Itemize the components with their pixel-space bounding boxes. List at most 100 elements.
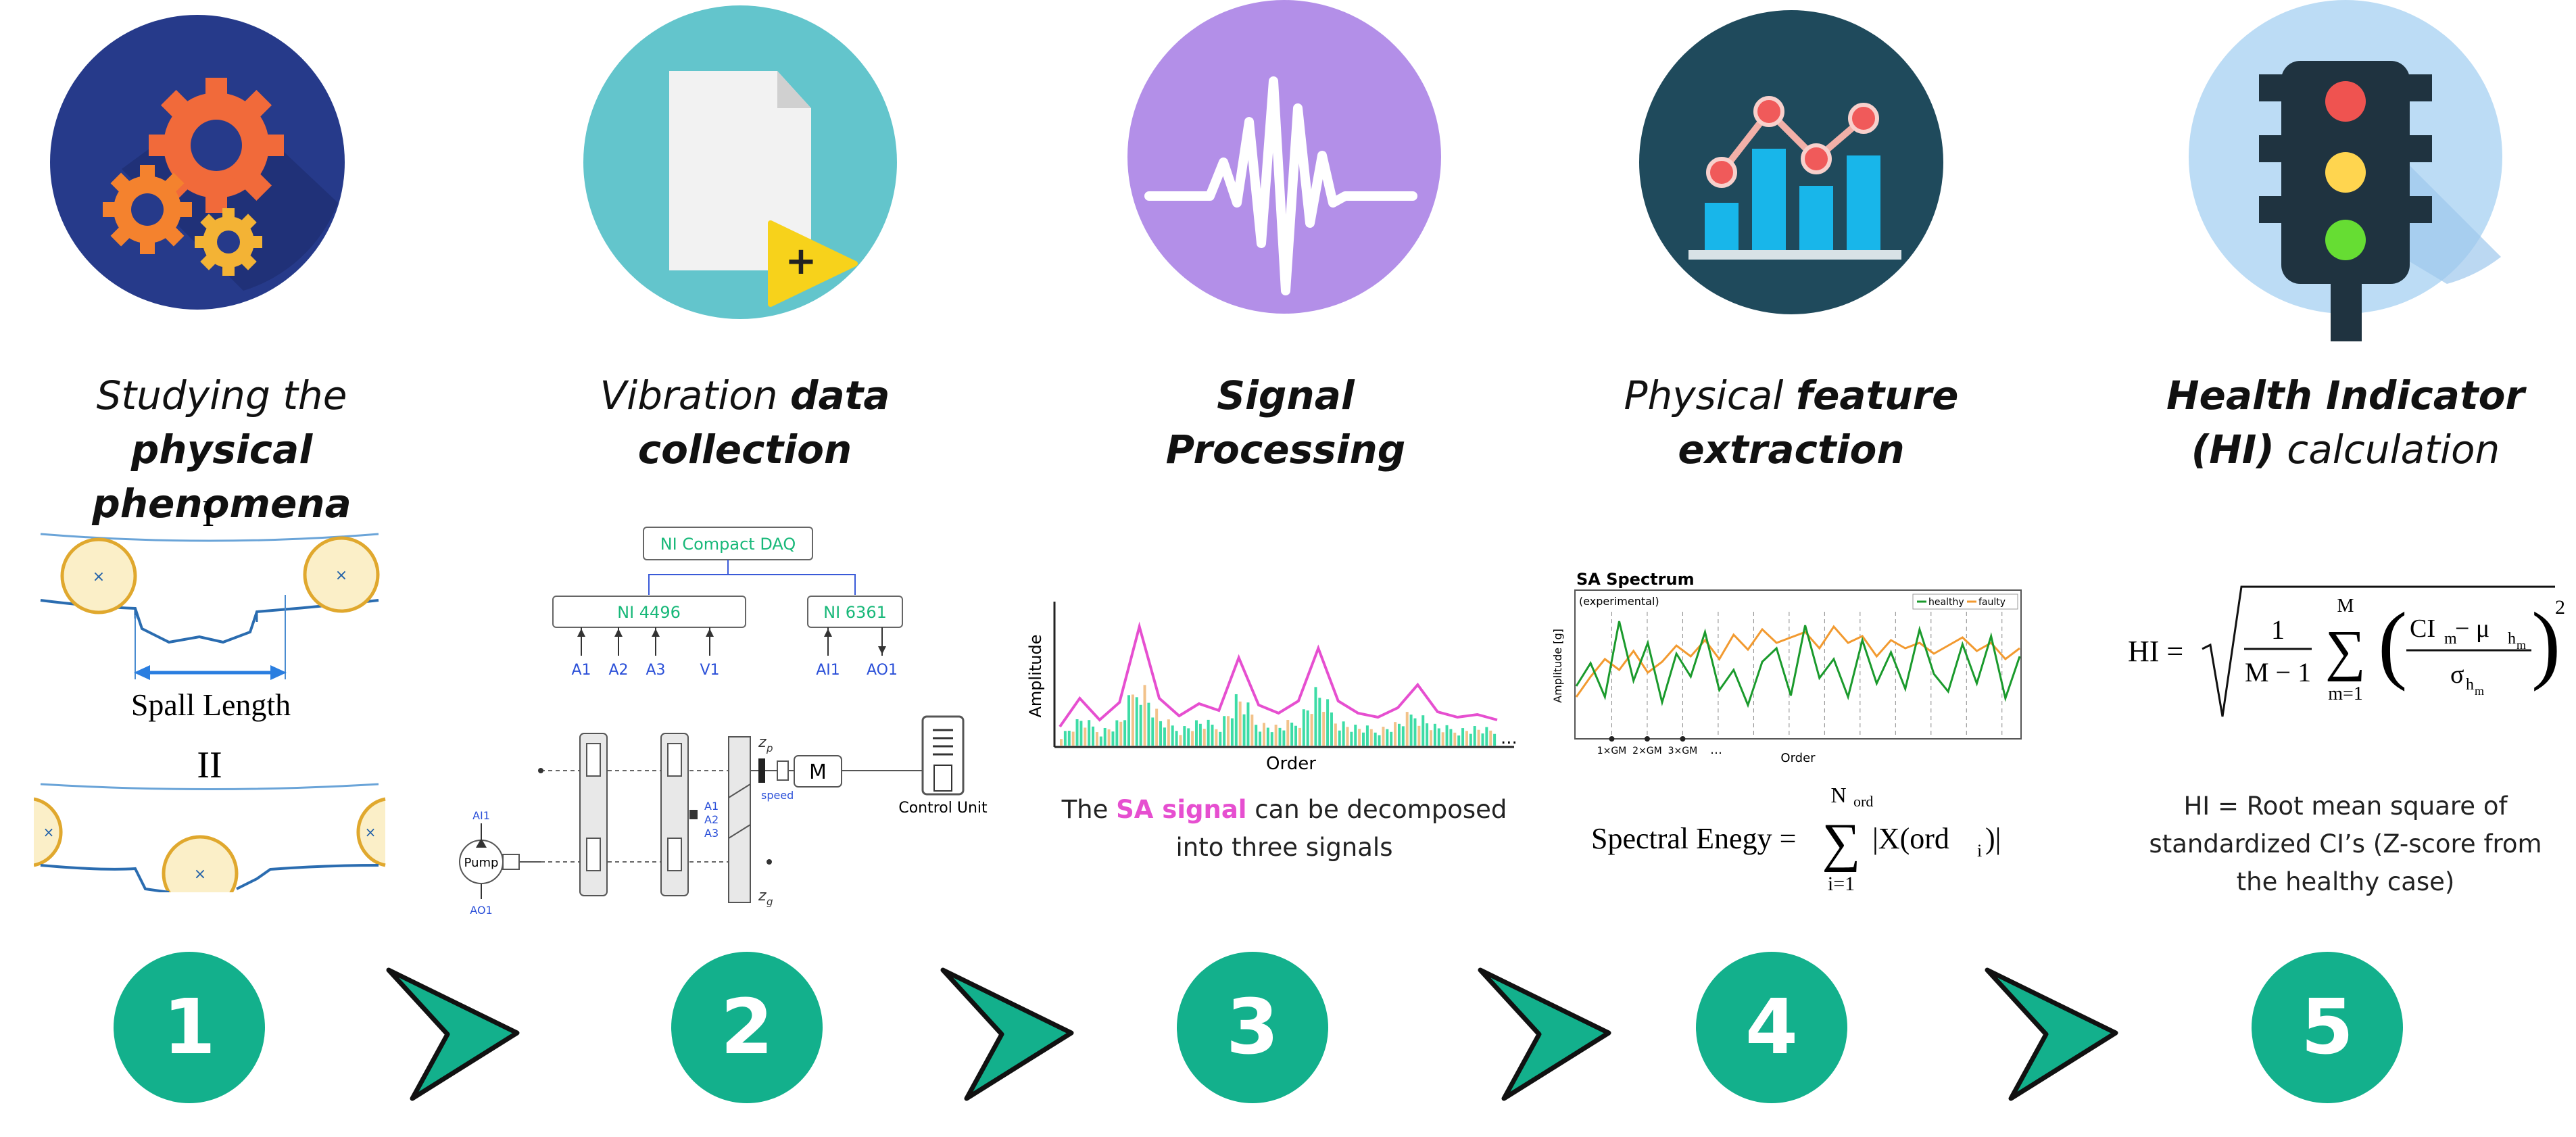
svg-text:×: × <box>93 568 105 585</box>
eq-body-sub: i <box>1977 841 1982 861</box>
sa-bar <box>1326 699 1330 746</box>
sa-bar <box>1107 729 1111 746</box>
sa-bar <box>1453 732 1457 746</box>
sa-bar <box>1111 731 1115 746</box>
spectrum-legend <box>1912 594 2018 610</box>
hi-equation: HI = 1 M − 1 M ∑ m=1 ( CI m − μ h m σ h … <box>2128 585 2565 717</box>
eq-label: Spectral Enegy = <box>1591 822 1796 855</box>
sa-bar <box>1378 735 1381 746</box>
sa-bar <box>1151 717 1155 746</box>
spall-length-label: Spall Length <box>131 687 291 722</box>
sa-bar <box>1437 728 1440 746</box>
frac-den: M − 1 <box>2245 657 2311 687</box>
compact-daq-label: NI Compact DAQ <box>660 535 796 554</box>
sa-signal-chart: Amplitude Order ... <box>1026 602 1517 774</box>
step-1-number: 1 <box>163 984 216 1071</box>
sum-symbol: ∑ <box>1822 813 1860 873</box>
pump-label: Pump <box>464 856 499 870</box>
sigma-sub: h <box>2466 676 2474 694</box>
frac-num: 1 <box>2271 614 2285 645</box>
sa-bar <box>1314 687 1317 746</box>
sa-bar <box>1167 719 1170 746</box>
step-2-title: Vibration data collection <box>600 372 890 473</box>
sa-bar <box>1202 729 1206 746</box>
sa-bar <box>1477 729 1480 746</box>
sa-bar <box>1198 723 1202 746</box>
sqrt-sign <box>2202 585 2555 717</box>
sa-bar <box>1219 731 1222 746</box>
step-3-badge: 3 <box>1177 952 1328 1103</box>
step-5-caption: HI = Root mean square of standardized CI… <box>2149 792 2542 896</box>
sa-bar <box>1330 712 1333 746</box>
sa-bar <box>1457 735 1461 746</box>
sa-bar <box>1481 733 1484 746</box>
eq-upper: N <box>1830 783 1846 807</box>
channel-v1: V1 <box>700 662 719 679</box>
sa-bar <box>1246 702 1250 746</box>
sa-bar <box>1234 694 1238 746</box>
bar-chart-icon <box>1639 10 1943 314</box>
sa-bar <box>1334 723 1337 746</box>
zp-label: z <box>758 734 767 751</box>
sa-bar <box>1358 729 1361 746</box>
sa-bar <box>1365 725 1369 746</box>
zp-sub: p <box>766 742 773 754</box>
sa-bar <box>1362 732 1365 746</box>
sa-bar <box>1374 732 1377 746</box>
sa-bar <box>1103 727 1107 746</box>
sa-bar <box>1255 725 1258 746</box>
sa-spectrum-chart: SA Spectrum (experimental) Amplitude [g]… <box>1551 570 2022 765</box>
chart-ellipsis: ... <box>1501 728 1517 748</box>
step-flow: 1 2 3 4 5 <box>114 952 2403 1103</box>
hi-sum-symbol: ∑ <box>2325 619 2366 682</box>
sa-bar <box>1413 718 1417 746</box>
arrow-3-icon <box>1478 967 1611 1101</box>
sa-bar <box>1405 712 1409 746</box>
svg-text:×: × <box>43 824 55 840</box>
sa-bar <box>1417 725 1421 746</box>
sa-bar <box>1290 722 1294 746</box>
traffic-light-icon <box>2189 0 2502 341</box>
sa-bar <box>1286 720 1290 746</box>
sa-bar <box>1426 723 1429 746</box>
sa-bar <box>1441 732 1444 746</box>
pump-ao1: AO1 <box>470 904 492 917</box>
channel-a2: A2 <box>608 662 628 679</box>
file-play-icon: + <box>583 5 897 319</box>
sa-bar <box>1139 704 1142 746</box>
sa-bar <box>1084 727 1087 746</box>
sa-bar <box>1092 726 1095 746</box>
sa-bar <box>1401 726 1405 746</box>
sa-bar <box>1493 733 1497 746</box>
sa-bar <box>1354 725 1357 746</box>
step-3-title: Signal Processing <box>1165 372 1406 473</box>
sa-bar <box>1175 731 1178 746</box>
sa-bar <box>1250 715 1254 746</box>
sa-bar <box>1270 732 1273 746</box>
step-4-title: Physical feature extraction <box>1624 372 1959 473</box>
step-3-caption: The SA signal can be decomposed into thr… <box>1061 795 1507 862</box>
sa-bar <box>1469 733 1472 746</box>
legend-faulty: faulty <box>1978 597 2006 608</box>
sigma-subsub: m <box>2475 684 2484 698</box>
control-unit-label: Control Unit <box>898 800 988 817</box>
sa-bar <box>1191 731 1194 746</box>
sa-bar <box>1211 725 1214 746</box>
sa-bar <box>1318 698 1321 746</box>
spectrum-ylabel: Amplitude [g] <box>1551 629 1564 703</box>
sa-bar <box>1465 731 1468 746</box>
channel-a3: A3 <box>646 662 665 679</box>
gm-tick-label: 2×GM <box>1632 746 1662 756</box>
sa-bar <box>1194 720 1198 746</box>
sa-bar <box>1259 731 1262 746</box>
ni6361-label: NI 6361 <box>823 603 887 622</box>
eq-upper-sub: ord <box>1853 793 1873 810</box>
svg-text:×: × <box>194 866 206 883</box>
sa-bar <box>1282 730 1286 746</box>
sa-bar <box>1342 721 1345 746</box>
arrow-4-icon <box>1985 967 2118 1101</box>
sa-bar <box>1230 718 1234 746</box>
sa-bar <box>1242 714 1246 746</box>
zg-sub: g <box>767 896 773 908</box>
step-1-title: Studying the physical phenomena <box>92 372 351 527</box>
